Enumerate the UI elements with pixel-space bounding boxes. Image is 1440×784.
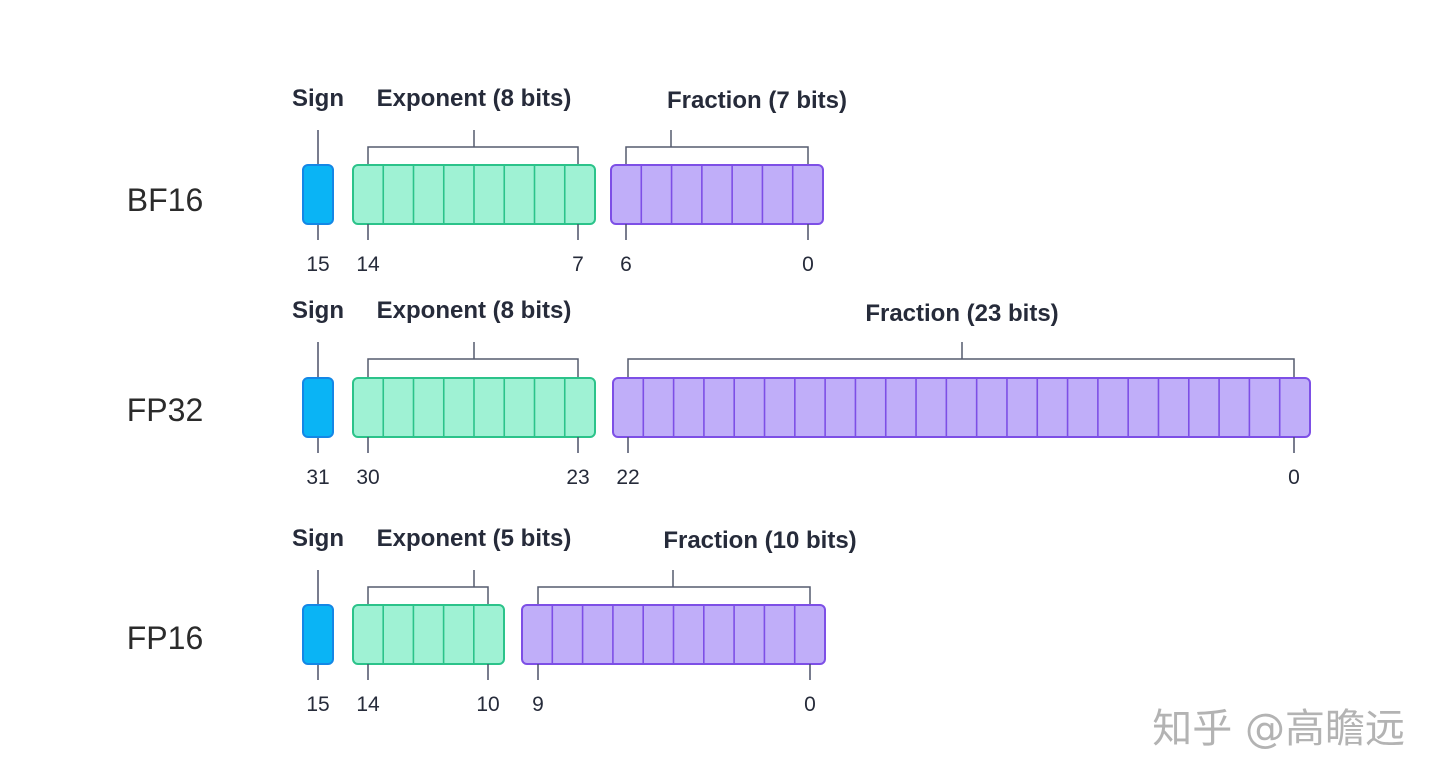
exponent-bracket — [367, 570, 489, 605]
exponent-bracket — [367, 130, 579, 165]
bit-index-fraction-high: 9 — [532, 693, 544, 716]
fraction-label: Fraction (7 bits) — [667, 87, 847, 114]
sign-bit-cell — [302, 164, 334, 225]
bit-index-sign: 31 — [306, 466, 329, 489]
bit-index-fraction-high: 6 — [620, 253, 632, 276]
fraction-label: Fraction (10 bits) — [663, 527, 856, 554]
bit-index-exponent-low: 10 — [476, 693, 499, 716]
exponent-bracket — [367, 342, 579, 377]
fraction-field — [521, 604, 826, 665]
fraction-bracket — [537, 570, 811, 605]
bit-index-exponent-low: 23 — [566, 466, 589, 489]
sign-label: Sign — [292, 85, 344, 112]
format-row-bf16: BF16 Sign Exponent (8 bits) Fraction (7 … — [127, 85, 847, 276]
format-row-fp16: FP16 Sign Exponent (5 bits) Fraction (10… — [127, 525, 857, 716]
exponent-field — [352, 604, 505, 665]
fraction-label: Fraction (23 bits) — [865, 300, 1058, 327]
bit-ticks — [367, 437, 1295, 453]
sign-label: Sign — [292, 297, 344, 324]
bit-index-sign: 15 — [306, 693, 329, 716]
bit-ticks — [367, 664, 811, 680]
exponent-field-box — [352, 604, 505, 665]
bit-index-exponent-low: 7 — [572, 253, 584, 276]
bit-index-fraction-low: 0 — [804, 693, 816, 716]
bit-index-fraction-high: 22 — [616, 466, 639, 489]
sign-bit-cell — [302, 377, 334, 438]
exponent-label: Exponent (8 bits) — [377, 85, 572, 112]
fraction-field — [610, 164, 824, 225]
bit-index-exponent-high: 14 — [356, 253, 380, 276]
fraction-field-box — [610, 164, 824, 225]
format-row-fp32: FP32 Sign Exponent (8 bits) Fraction (23… — [127, 297, 1311, 489]
format-label: BF16 — [127, 182, 203, 218]
fraction-field-box — [612, 377, 1311, 438]
sign-bit-cell — [302, 604, 334, 665]
exponent-label: Exponent (5 bits) — [377, 525, 572, 552]
exponent-field — [352, 164, 596, 225]
bit-index-exponent-high: 30 — [356, 466, 379, 489]
bit-index-exponent-high: 14 — [356, 693, 380, 716]
format-label: FP16 — [127, 620, 203, 656]
bit-index-fraction-low: 0 — [802, 253, 814, 276]
exponent-field — [352, 377, 596, 438]
format-label: FP32 — [127, 392, 203, 428]
exponent-label: Exponent (8 bits) — [377, 297, 572, 324]
bit-index-sign: 15 — [306, 253, 329, 276]
bit-ticks — [367, 224, 809, 240]
bit-index-fraction-low: 0 — [1288, 466, 1300, 489]
fraction-field — [612, 377, 1311, 438]
fraction-bracket — [627, 342, 1295, 377]
fraction-bracket — [625, 130, 809, 165]
sign-label: Sign — [292, 525, 344, 552]
watermark: 知乎 @高瞻远 — [1152, 706, 1405, 752]
